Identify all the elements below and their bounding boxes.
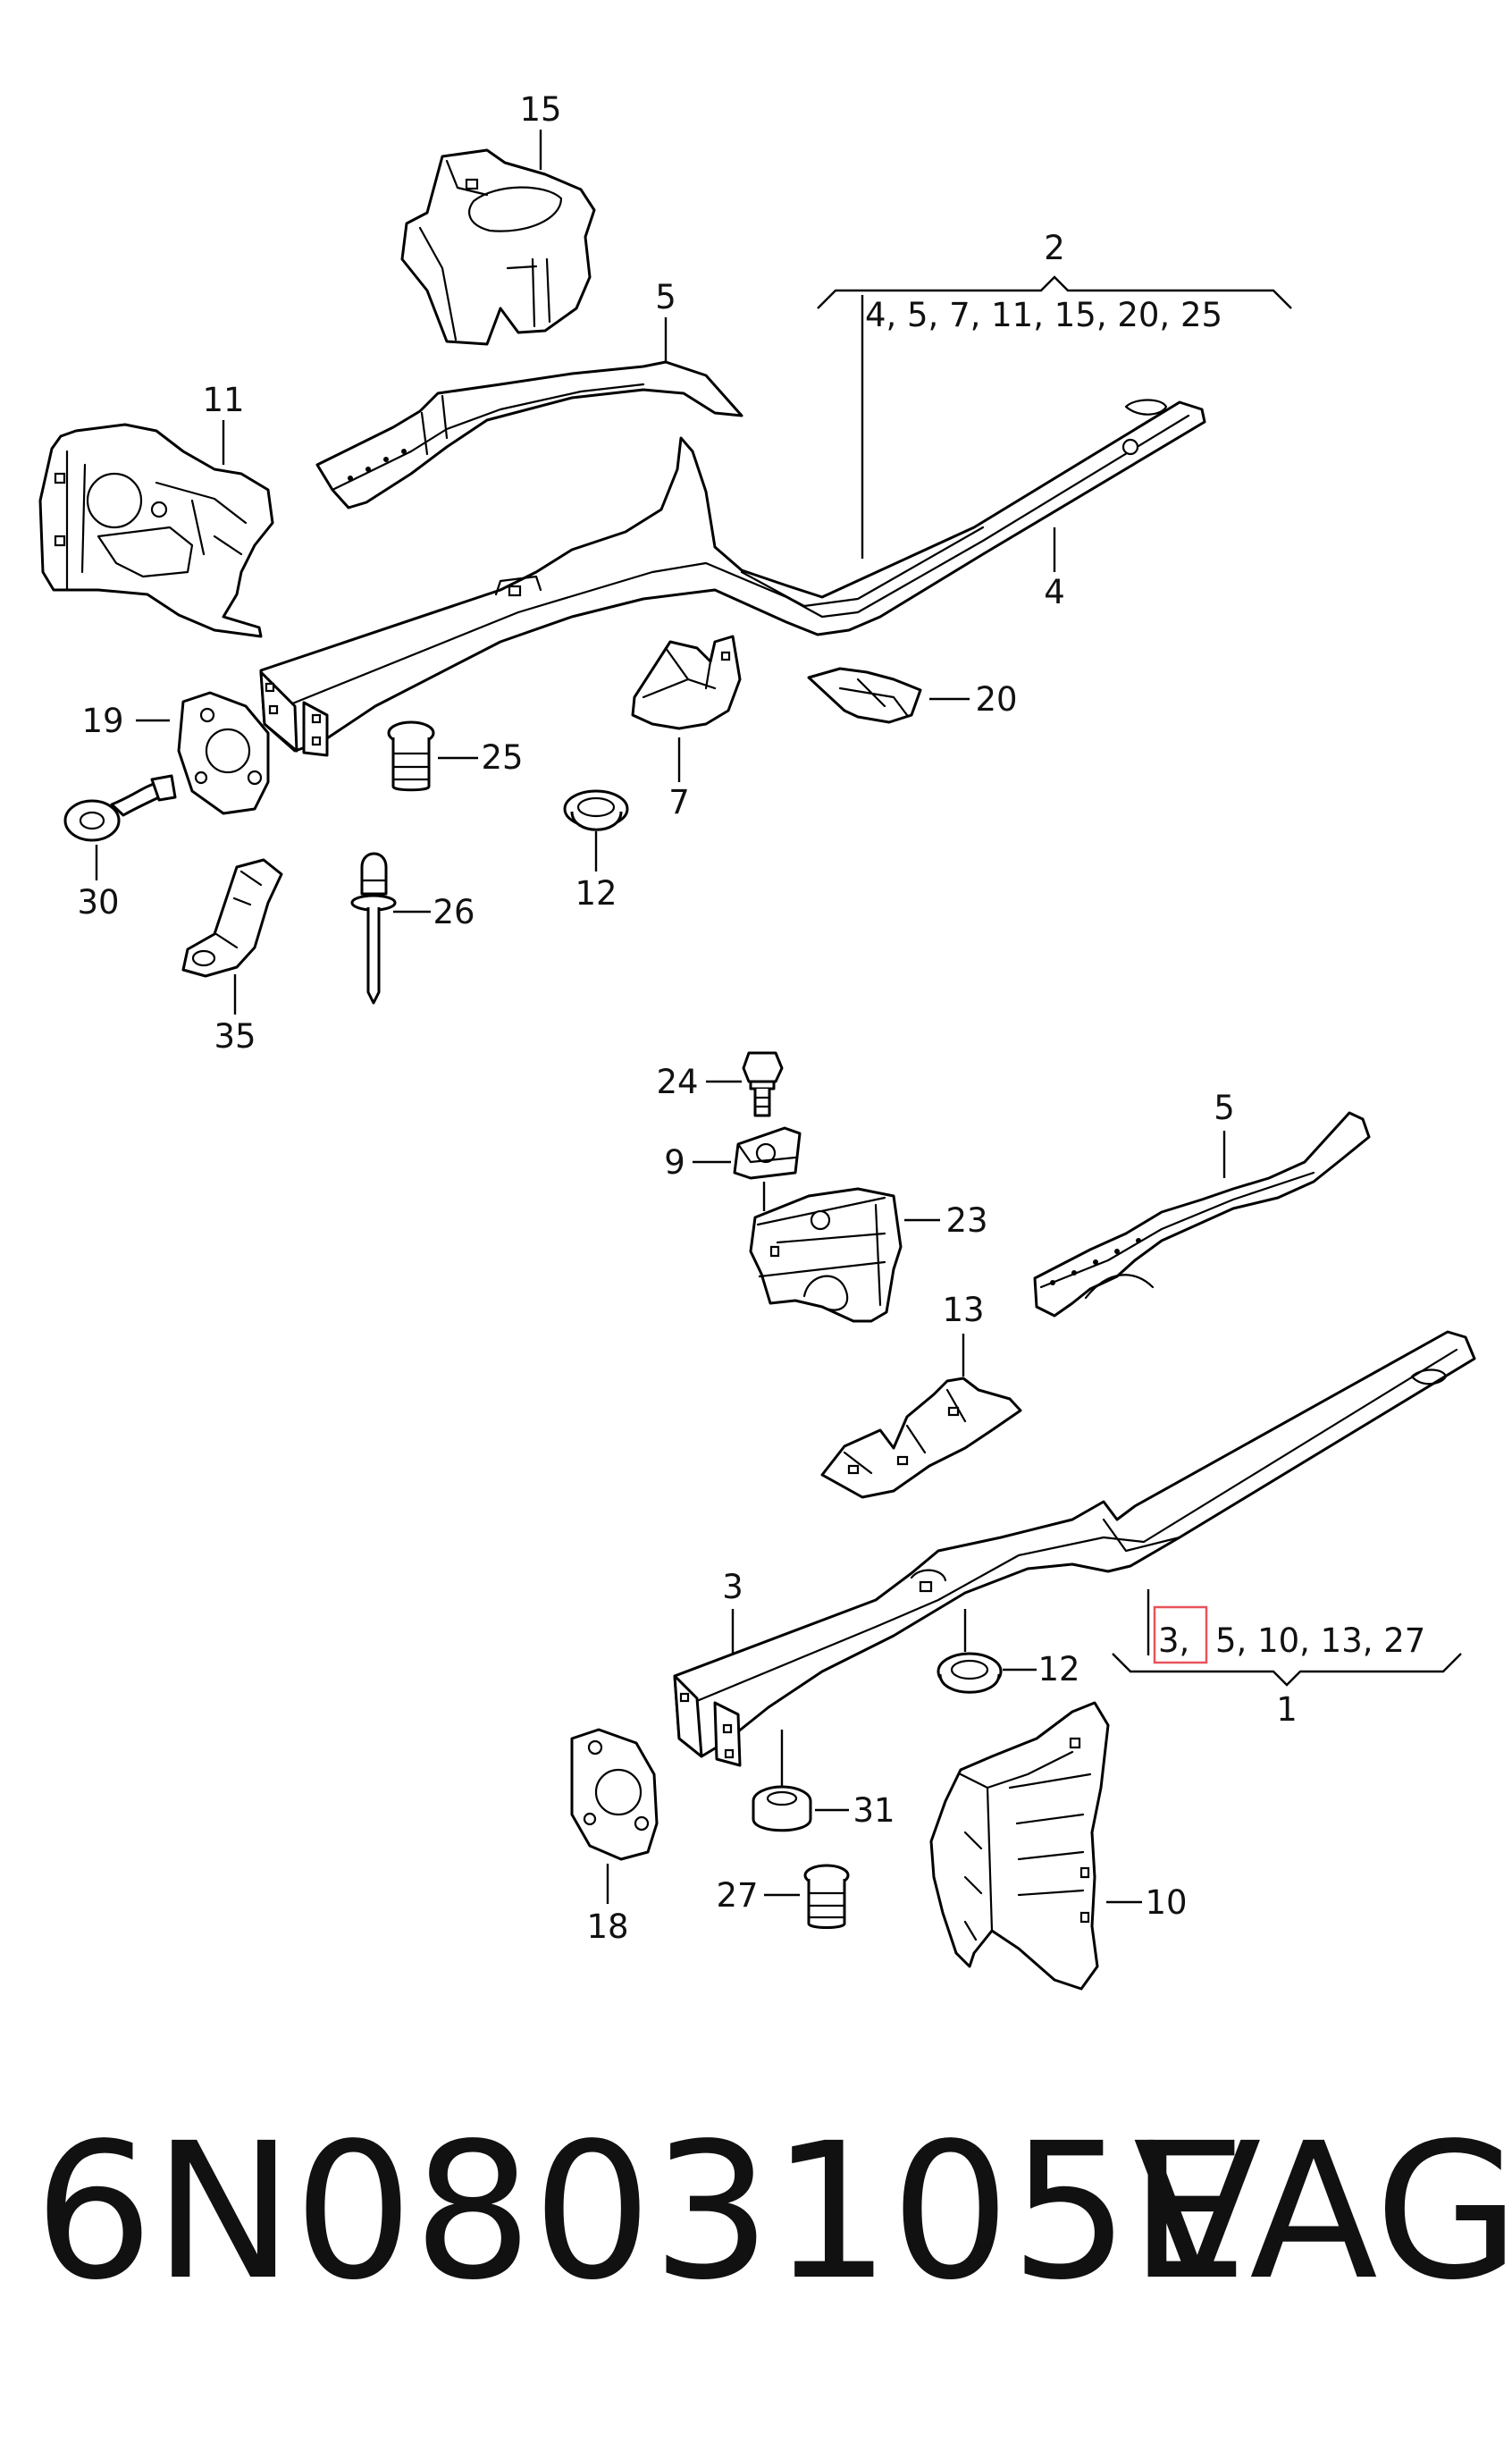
callout-2: 2 [1044,229,1065,267]
leader-12-bottom [963,1609,1037,1672]
group-list-bottom: 5, 10, 13, 27 [1215,1621,1425,1660]
callout-5-top: 5 [655,278,676,316]
callout-20: 20 [975,680,1017,719]
callout-4: 4 [1044,573,1065,611]
part-35-bracket [181,858,283,978]
part-9-nut-plate [733,1126,802,1180]
callout-3: 3 [722,1568,743,1606]
part-18-plate [570,1728,659,1861]
callout-23: 23 [945,1201,987,1240]
part-10-panel [929,1701,1110,1991]
callout-11: 11 [202,381,244,419]
group-highlight-box [1153,1605,1208,1664]
group-list-bottom-highlighted: 3, [1158,1621,1189,1660]
part-19-plate [177,691,270,815]
callout-35: 35 [214,1017,256,1056]
part-25-plug [387,720,435,792]
part-7-bracket [631,635,742,730]
part-24-bolt [742,1051,784,1117]
callout-12-bottom: 12 [1037,1650,1079,1688]
part-23-bracket [749,1187,903,1323]
part-13-crossmember-brackets [820,1377,1022,1499]
part-4-top-longitudinal-member [259,399,1206,757]
part-5-bottom-rail [1033,1111,1371,1318]
callout-19: 19 [81,702,123,740]
callout-5-bottom: 5 [1214,1089,1235,1127]
brand-label: VAG [1133,2102,1512,2321]
callout-7: 7 [668,783,690,821]
part-3-bottom-longitudinal-member [673,1330,1476,1767]
part-26-rivet [350,852,397,1005]
part-30-towing-eye [63,774,177,842]
callout-30: 30 [77,883,119,922]
callout-26: 26 [433,893,475,931]
callout-18: 18 [586,1907,628,1946]
part-number-label: 6N0803105E [34,2102,1248,2321]
group-bracket-1 [1112,1653,1462,1687]
callout-1: 1 [1276,1690,1298,1729]
part-31-grommet [752,1785,812,1832]
callout-9: 9 [664,1143,685,1182]
callout-24: 24 [656,1063,698,1101]
callout-12-top: 12 [575,874,617,913]
part-11-panel [38,423,274,638]
group-list-top: 4, 5, 7, 11, 15, 20, 25 [865,296,1222,334]
part-27-plug [803,1864,850,1929]
part-12-bottom-grommet [937,1652,1003,1694]
group-bracket-2 [817,275,1292,309]
leader-31 [780,1730,849,1812]
part-12-top-grommet [563,789,629,831]
callout-15: 15 [519,90,561,129]
callout-31: 31 [853,1791,895,1830]
callout-13: 13 [942,1291,984,1329]
callout-25: 25 [481,738,523,777]
part-5-top-rail [315,360,743,509]
callout-27: 27 [716,1876,758,1915]
callout-10: 10 [1145,1883,1187,1922]
part-20-reinforcement [807,667,922,724]
part-15-bracket [400,148,596,346]
